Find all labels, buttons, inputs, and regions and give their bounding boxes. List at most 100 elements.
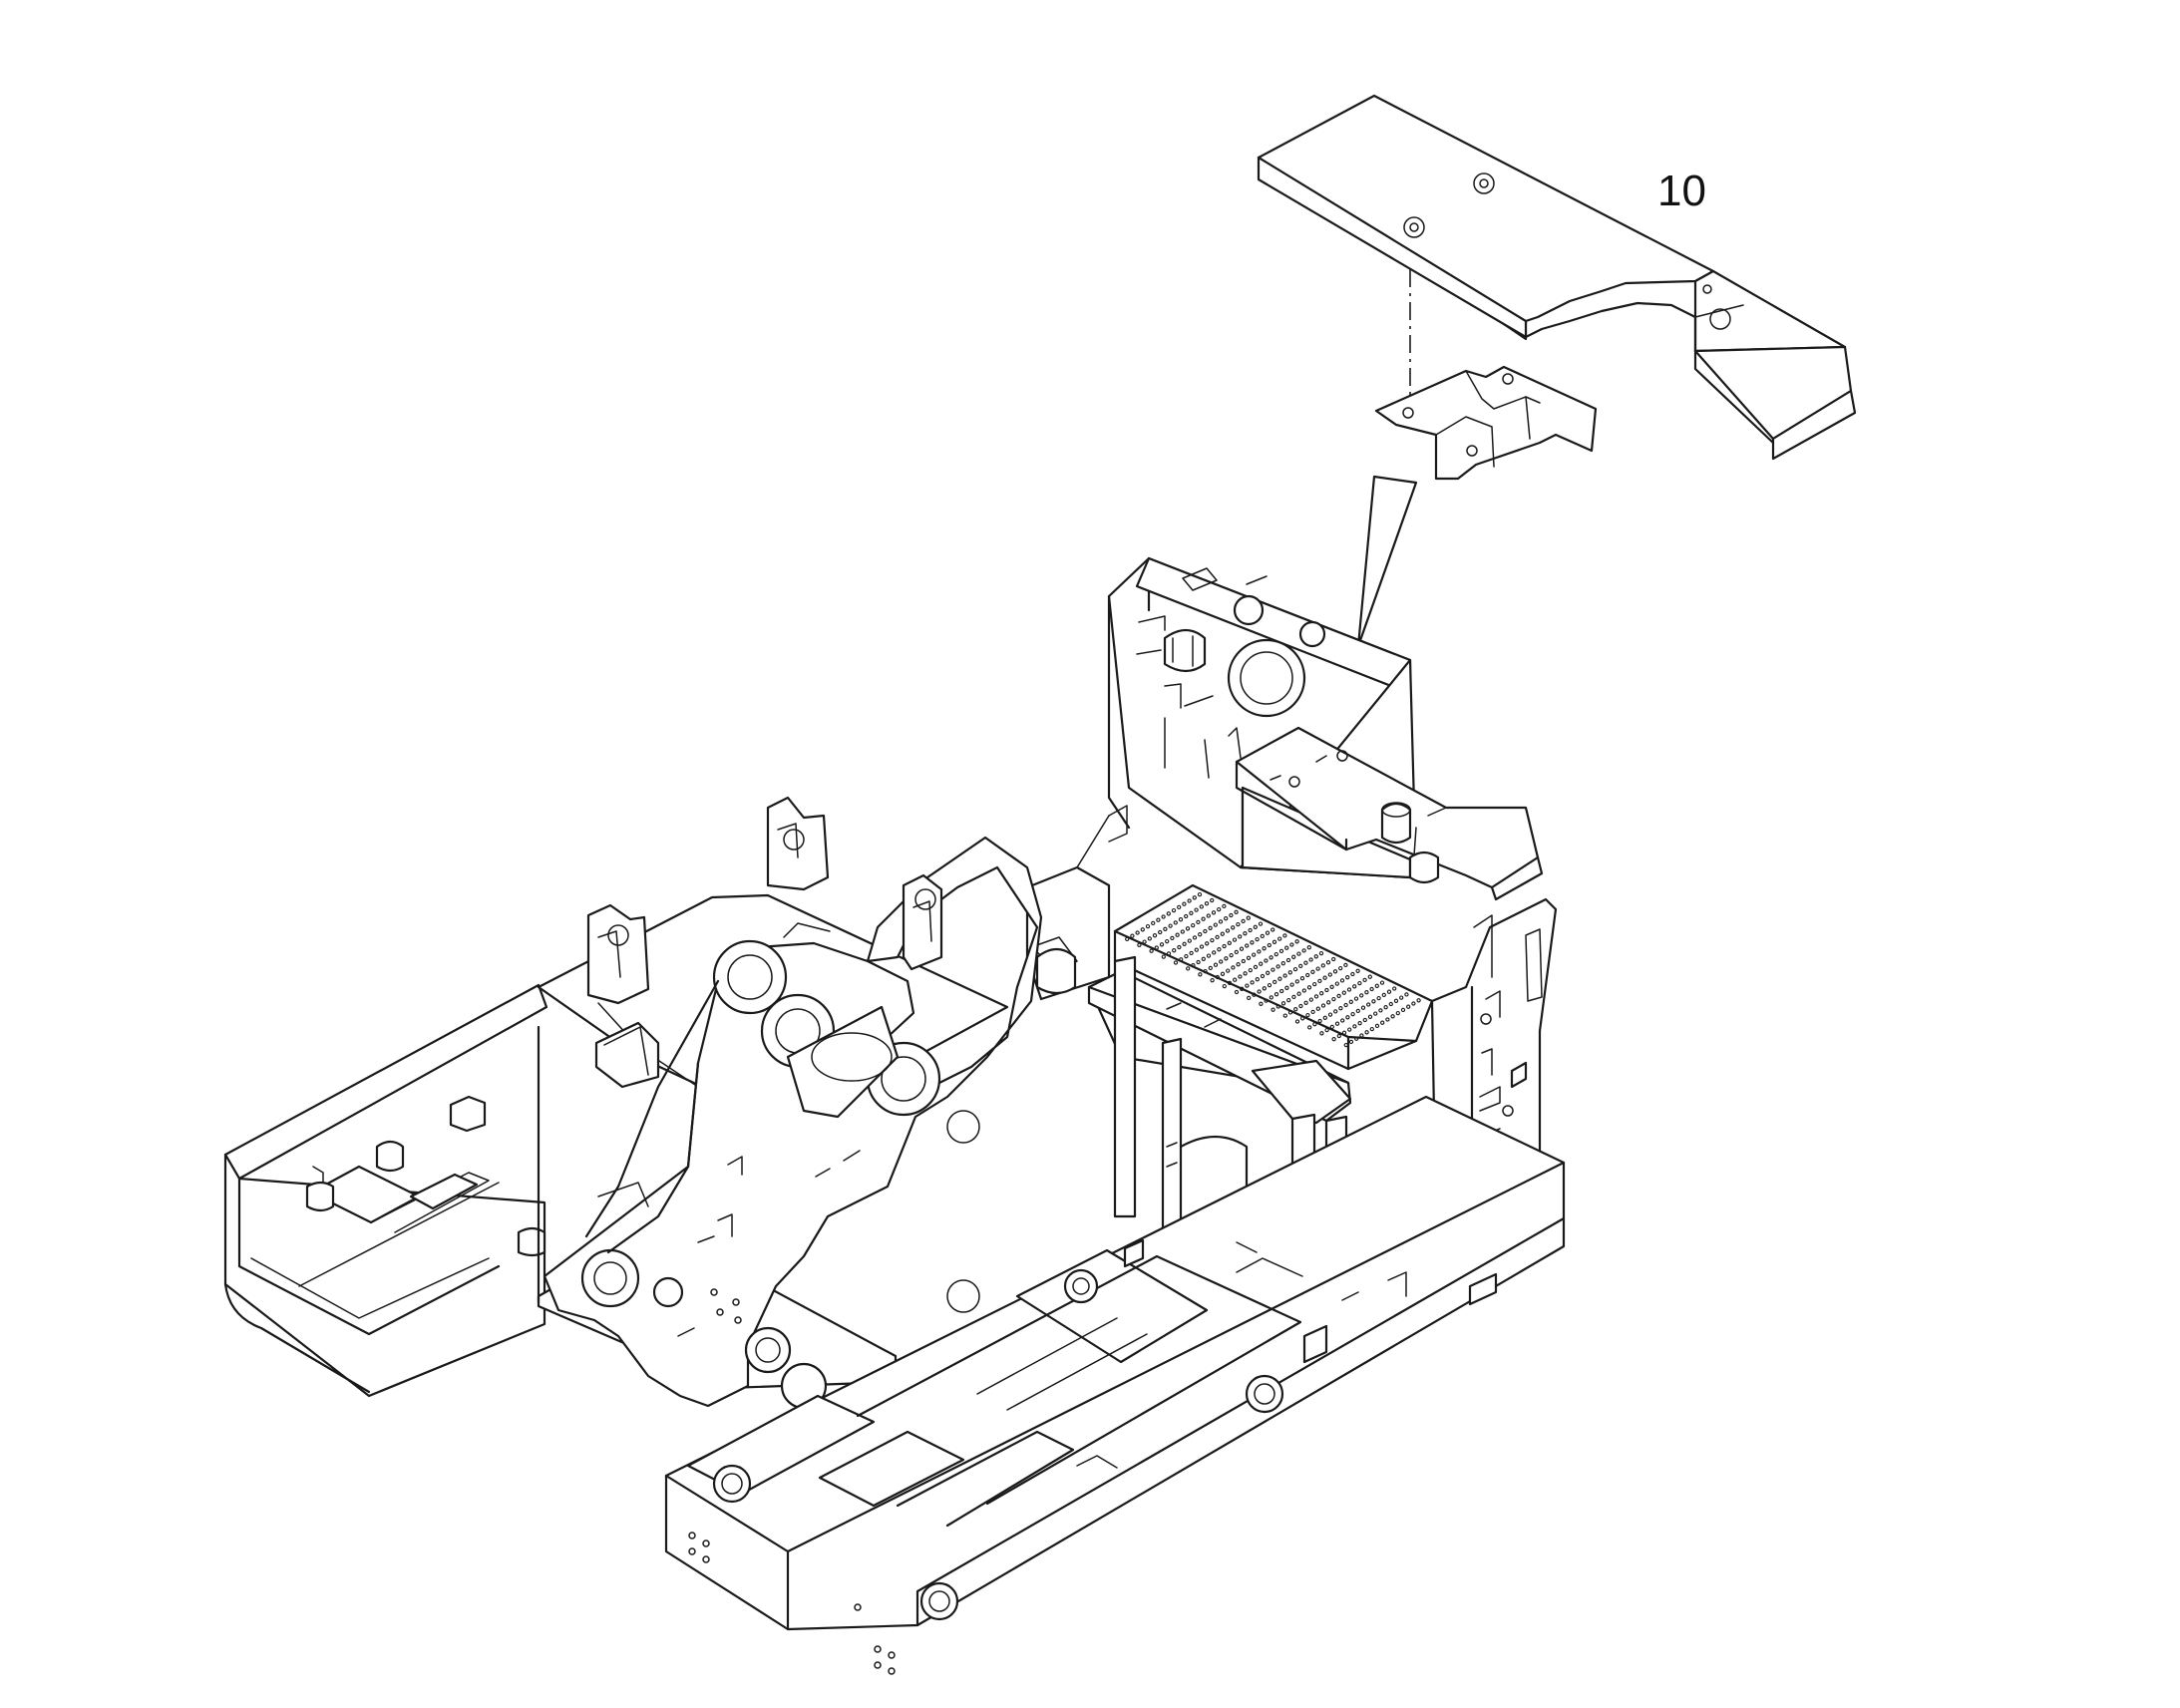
- grating-hole: [1298, 963, 1303, 969]
- grating-hole: [1250, 980, 1255, 985]
- grating-hole: [1346, 987, 1352, 992]
- grating-hole: [1224, 956, 1229, 961]
- grating-hole: [1239, 946, 1245, 951]
- grating-hole: [1191, 922, 1196, 928]
- grating-hole: [1320, 1003, 1326, 1008]
- grating-hole: [1149, 948, 1154, 953]
- grating-hole: [1355, 1008, 1360, 1014]
- grating-holes: [1125, 891, 1421, 1048]
- grating-hole: [1178, 917, 1184, 922]
- grating-hole: [1275, 1004, 1280, 1009]
- grating-hole: [1271, 1007, 1275, 1012]
- grating-hole: [1329, 1024, 1334, 1030]
- grating-hole: [1186, 966, 1191, 971]
- grating-hole: [1343, 1002, 1348, 1008]
- mounting-bracket: [1374, 365, 1598, 481]
- grating-hole: [1313, 994, 1319, 999]
- grating-hole: [1236, 921, 1241, 927]
- grating-hole: [1227, 980, 1233, 986]
- grating-hole: [1354, 1036, 1359, 1041]
- grating-hole: [1180, 929, 1185, 934]
- grating-hole: [1319, 991, 1324, 996]
- grating-hole: [1299, 976, 1305, 981]
- grating-hole: [1326, 1000, 1331, 1005]
- grating-hole: [1171, 907, 1177, 913]
- grating-hole: [1208, 965, 1213, 971]
- grating-hole: [1222, 943, 1227, 949]
- grating-hole: [1255, 977, 1260, 982]
- grating-hole: [1272, 939, 1277, 944]
- grating-hole: [1246, 955, 1252, 960]
- grating-hole: [1307, 1025, 1312, 1030]
- grating-hole: [1206, 913, 1211, 918]
- grating-hole: [1196, 919, 1201, 925]
- grating-hole: [1338, 1006, 1343, 1011]
- grating-hole: [1253, 964, 1259, 970]
- grating-hole: [1264, 958, 1269, 963]
- grating-hole: [1279, 988, 1284, 994]
- grating-hole: [1201, 916, 1206, 921]
- grating-hole: [1294, 979, 1299, 984]
- grating-hole: [1161, 954, 1166, 959]
- grating-hole: [1357, 1021, 1362, 1026]
- grating-hole: [1386, 989, 1392, 994]
- grating-hole: [1165, 938, 1170, 944]
- grating-hole: [1308, 957, 1313, 962]
- grating-hole: [1322, 1015, 1327, 1020]
- grating-hole: [1273, 992, 1279, 997]
- grating-hole: [1336, 1033, 1341, 1039]
- grating-hole: [1258, 921, 1264, 926]
- grating-hole: [1285, 957, 1291, 963]
- grating-hole: [1374, 983, 1379, 988]
- grating-hole: [1243, 931, 1248, 936]
- grating-hole: [1232, 937, 1238, 942]
- grating-hole: [1257, 989, 1262, 994]
- grating-hole: [1204, 901, 1210, 906]
- grating-hole: [1243, 971, 1248, 976]
- grating-hole: [1305, 972, 1310, 978]
- grating-hole: [1212, 950, 1217, 955]
- grating-hole: [1199, 944, 1205, 949]
- grating-hole: [1294, 939, 1299, 944]
- grating-hole: [1388, 1001, 1393, 1007]
- grating-hole: [1184, 913, 1189, 919]
- grating-hole: [1327, 972, 1332, 977]
- grating-hole: [1284, 945, 1289, 950]
- grating-hole: [1229, 912, 1234, 918]
- grating-hole: [1385, 1017, 1390, 1022]
- grating-hole: [1287, 1010, 1293, 1015]
- grating-hole: [1373, 1011, 1378, 1016]
- grating-hole: [1205, 941, 1210, 946]
- grating-hole: [1142, 939, 1147, 944]
- grating-hole: [1390, 1014, 1395, 1019]
- grating-hole: [1177, 904, 1182, 910]
- grating-hole: [1173, 920, 1178, 925]
- grating-hole: [1364, 990, 1369, 995]
- grating-hole: [1336, 993, 1341, 999]
- grating-hole: [1137, 942, 1142, 947]
- grating-hole: [1130, 933, 1135, 938]
- grating-hole: [1252, 992, 1257, 997]
- grating-hole: [1341, 990, 1346, 995]
- grating-hole: [1199, 904, 1204, 909]
- grating-hole: [1246, 915, 1251, 920]
- grating-hole: [1271, 967, 1275, 972]
- grating-hole: [1308, 997, 1313, 1002]
- grating-hole: [1362, 977, 1367, 983]
- grating-hole: [1392, 986, 1397, 991]
- grating-hole: [1210, 978, 1215, 983]
- grating-hole: [1369, 1026, 1374, 1032]
- grating-hole: [1280, 1001, 1286, 1006]
- grating-hole: [1166, 951, 1172, 956]
- grating-hole: [1404, 992, 1409, 997]
- grating-hole: [1333, 1009, 1338, 1014]
- grating-hole: [1334, 1021, 1340, 1026]
- grating-hole: [1301, 988, 1306, 993]
- grating-hole: [1376, 995, 1381, 1001]
- grating-hole: [1198, 972, 1203, 977]
- grating-hole: [1231, 925, 1236, 930]
- grating-hole: [1272, 979, 1277, 985]
- grating-hole: [1367, 974, 1372, 979]
- grating-hole: [1343, 962, 1348, 968]
- grating-hole: [1292, 966, 1298, 972]
